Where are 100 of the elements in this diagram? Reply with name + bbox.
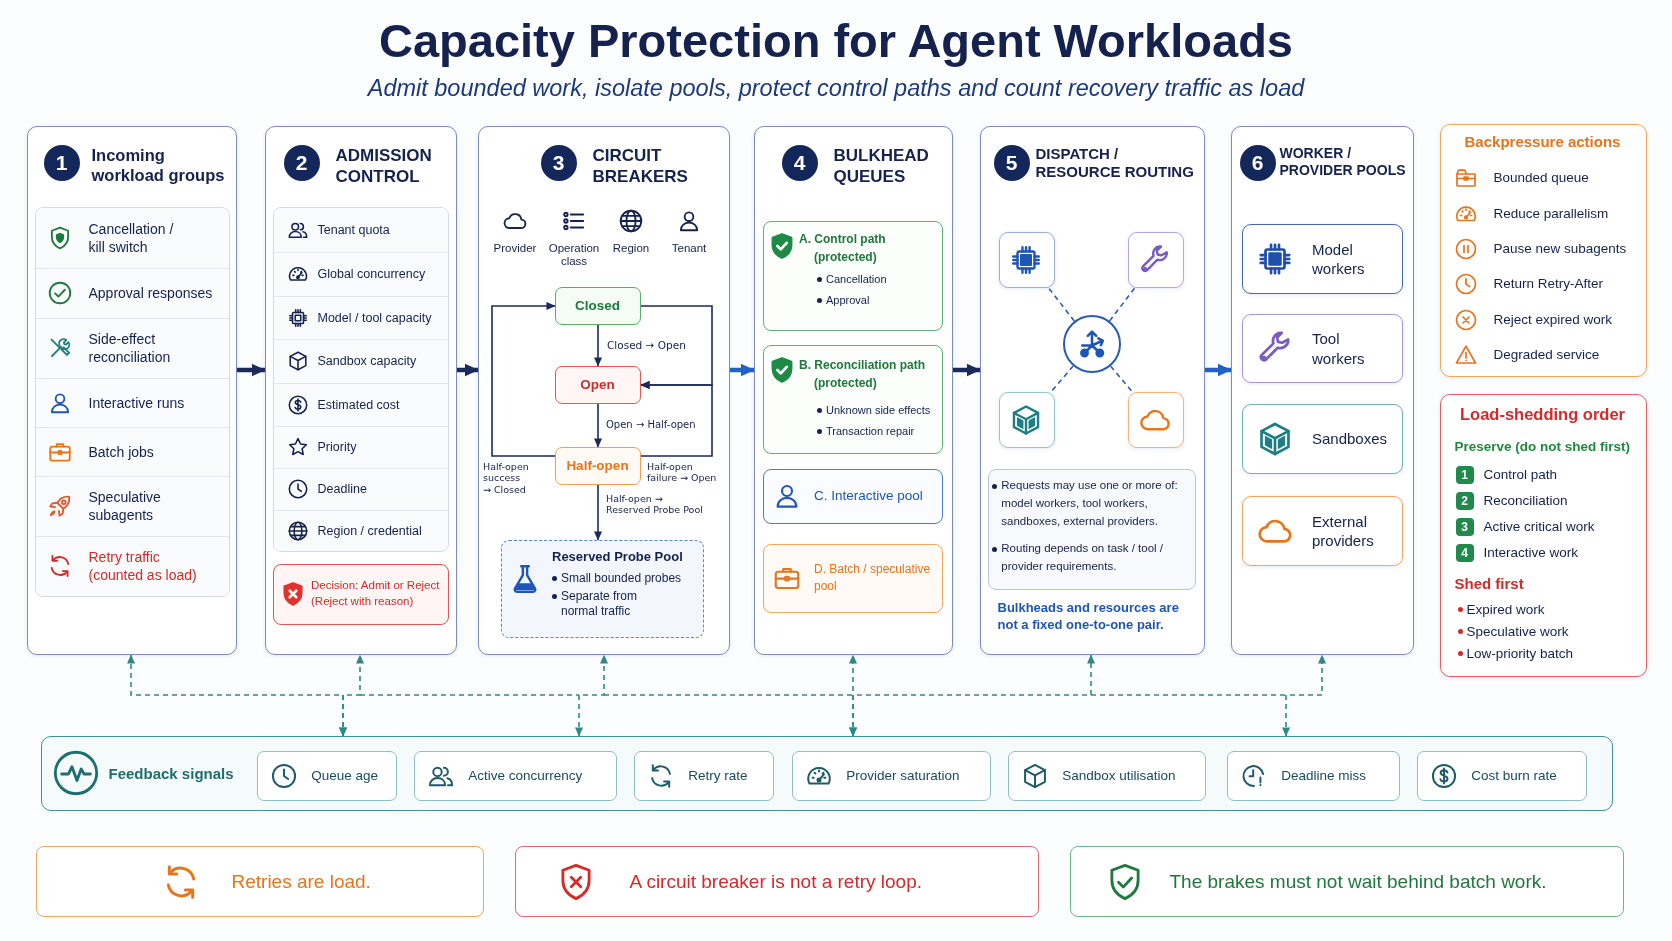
action-label: Pause new subagents <box>1493 240 1627 257</box>
callout-box <box>1070 846 1624 917</box>
list-row <box>273 383 448 427</box>
queue-heading: C. Interactive pool <box>814 487 923 505</box>
queue-panel <box>762 344 943 454</box>
row-label: Interactive runs <box>88 393 185 412</box>
queue-heading: B. Reconciliation path (protected) <box>799 357 926 392</box>
list-row <box>35 427 229 477</box>
column-heading: BULKHEAD QUEUES <box>833 144 930 187</box>
queue-heading: A. Control path (protected) <box>799 231 887 266</box>
rank-number: 4 <box>1455 543 1474 562</box>
bullet-text: Routing depends on task / tool / provider requirements. <box>1001 541 1165 575</box>
signal-chip <box>413 750 617 801</box>
state-box: Half-open <box>554 446 641 485</box>
item-label: Reconciliation <box>1483 492 1568 509</box>
panel-heading: Feedback signals <box>108 764 234 783</box>
bullet-text: Separate from normal traffic <box>561 589 639 619</box>
arrow <box>237 363 266 377</box>
bullet-text: Low-priority batch <box>1466 645 1574 662</box>
callout-text: A circuit breaker is not a retry loop. <box>629 870 922 893</box>
item-label: Control path <box>1483 466 1558 483</box>
signal-chip <box>791 750 991 801</box>
pool-label: Sandboxes <box>1312 428 1388 449</box>
row-label: Estimated cost <box>317 397 400 412</box>
row-label: Sandbox capacity <box>317 353 417 369</box>
resource-tile <box>1127 391 1184 448</box>
row-label: Speculative subagents <box>88 487 162 525</box>
note-panel <box>987 468 1196 590</box>
group-heading: Preserve (do not shed first) <box>1454 438 1631 455</box>
signal-label: Active concurrency <box>468 767 583 784</box>
subtitle: Admit bounded work, isolate pools, protect control paths and count recovery traffic as load <box>367 74 1305 103</box>
list-row <box>35 268 229 319</box>
row-label: Side-effect reconciliation <box>88 329 172 367</box>
list-row <box>273 426 448 469</box>
feedback-panel <box>41 736 1613 811</box>
arrow <box>574 654 609 737</box>
pool-box <box>1241 313 1403 383</box>
row-label: Region / credential <box>317 523 422 538</box>
step-number: 6 <box>1239 144 1276 181</box>
row-label: Tenant quota <box>317 222 390 237</box>
action-label: Degraded service <box>1493 346 1600 363</box>
step-number: 1 <box>43 144 80 181</box>
signal-chip <box>1007 750 1206 801</box>
pool-label: External providers <box>1312 511 1375 550</box>
list-row <box>35 378 229 428</box>
row-label: Global concurrency <box>317 266 426 282</box>
callout-text: The brakes must not wait behind batch work. <box>1169 870 1547 893</box>
column-panel <box>478 126 730 655</box>
pool-label: Model workers <box>1312 239 1366 278</box>
column-panel <box>980 126 1205 655</box>
signal-label: Deadline miss <box>1281 767 1367 784</box>
actions-panel <box>1440 124 1647 377</box>
bullet-text: Requests may use one or more of: model workers, tool workers, sandboxes, external providers. <box>1001 478 1179 529</box>
resource-tile <box>998 391 1055 448</box>
rank-number: 1 <box>1455 465 1474 484</box>
arrow <box>848 654 1096 737</box>
list-row <box>273 296 448 340</box>
list-row <box>273 339 448 384</box>
list-row <box>35 207 229 269</box>
bullet-text: Transaction repair <box>826 425 915 439</box>
action-label: Bounded queue <box>1493 169 1589 186</box>
state-box: Closed <box>554 286 641 325</box>
list-row <box>273 252 448 297</box>
callout-box <box>515 846 1039 917</box>
router-circle <box>1062 314 1121 373</box>
connector-line <box>1108 287 1136 322</box>
pool-box <box>1241 495 1403 566</box>
scope-label: Tenant <box>671 242 707 256</box>
bullet-text: Cancellation <box>826 273 887 287</box>
bullet-text: Unknown side effects <box>826 404 931 418</box>
arrow <box>953 363 981 377</box>
queue-heading: D. Batch / speculative pool <box>814 561 932 595</box>
resource-tile <box>1127 231 1184 288</box>
probe-pool-panel <box>500 539 704 638</box>
arrow <box>1281 654 1327 737</box>
list-row <box>273 207 448 253</box>
bullet-text: Small bounded probes <box>561 571 682 586</box>
step-number: 2 <box>283 144 320 181</box>
arrow <box>593 324 603 367</box>
column-heading: WORKER / PROVIDER POOLS <box>1279 144 1407 180</box>
action-label: Reduce parallelism <box>1493 205 1609 222</box>
arrow <box>593 484 603 541</box>
queue-panel <box>762 468 943 524</box>
arrow <box>457 363 479 377</box>
connector-line <box>359 694 1287 696</box>
row-label: Priority <box>317 439 357 455</box>
callout-text: Retries are load. <box>231 870 371 893</box>
column-heading: DISPATCH / RESOURCE ROUTING <box>1035 144 1195 182</box>
item-label: Interactive work <box>1483 544 1579 561</box>
list-row <box>35 476 229 537</box>
signal-label: Sandbox utilisation <box>1062 767 1176 784</box>
column-panel <box>1231 126 1414 655</box>
pool-box <box>1241 223 1403 294</box>
signal-label: Cost burn rate <box>1471 767 1557 784</box>
arrow <box>730 363 755 377</box>
diagram-title: Capacity Protection for Agent Workloads <box>379 14 1293 69</box>
signal-label: Provider saturation <box>846 767 960 784</box>
signal-label: Retry rate <box>688 767 748 784</box>
column-heading: CIRCUIT BREAKERS <box>592 144 689 187</box>
signal-chip <box>1226 750 1400 801</box>
